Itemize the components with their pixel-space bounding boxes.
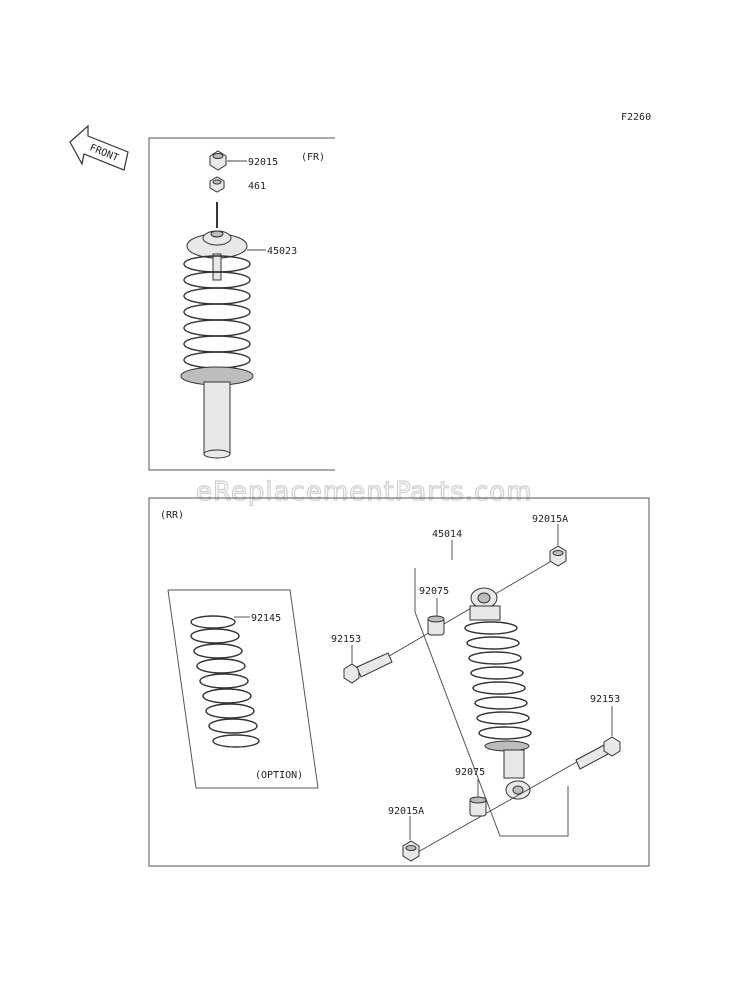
front-section: (FR) 92015 461 (148, 137, 335, 471)
front-section-frame (148, 137, 335, 471)
front-shock-label: 45023 (267, 246, 297, 257)
bottom-bushing-label: 92075 (455, 767, 485, 778)
rear-shock-icon (464, 587, 532, 800)
top-bushing-icon (427, 615, 445, 636)
watermark: eReplacementParts.com (196, 477, 533, 507)
front-shock-icon (180, 202, 254, 459)
front-washer-icon (209, 176, 225, 193)
option-label: (OPTION) (255, 770, 303, 781)
rear-section-tag: (RR) (160, 510, 184, 521)
rear-top-nut-icon (549, 545, 567, 567)
bottom-nut-label: 92015A (388, 806, 424, 817)
right-bolt-label: 92153 (590, 694, 620, 705)
left-bolt-icon (343, 652, 393, 684)
front-nut-icon (209, 150, 227, 171)
right-bolt-icon (575, 736, 621, 770)
spring-label: 92145 (251, 613, 281, 624)
top-nut-label: 92015A (532, 514, 568, 525)
rear-shock-frame (414, 568, 569, 837)
rear-section-frame (148, 497, 650, 867)
rear-shock-label: 45014 (432, 529, 462, 540)
rear-section: (RR) 92145 (OPTION) 45014 92015A (148, 497, 650, 867)
rear-bottom-nut-icon (402, 840, 420, 862)
option-frame (167, 589, 319, 789)
front-section-tag: (FR) (301, 152, 325, 163)
option-spring-icon (190, 615, 260, 748)
front-nut-label: 92015 (248, 157, 278, 168)
top-bushing-label: 92075 (419, 586, 449, 597)
front-arrow-icon: FRONT (69, 124, 129, 171)
bottom-bushing-icon (469, 796, 487, 817)
left-bolt-label: 92153 (331, 634, 361, 645)
diagram-code: F2260 (621, 112, 651, 123)
front-washer-label: 461 (248, 181, 266, 192)
